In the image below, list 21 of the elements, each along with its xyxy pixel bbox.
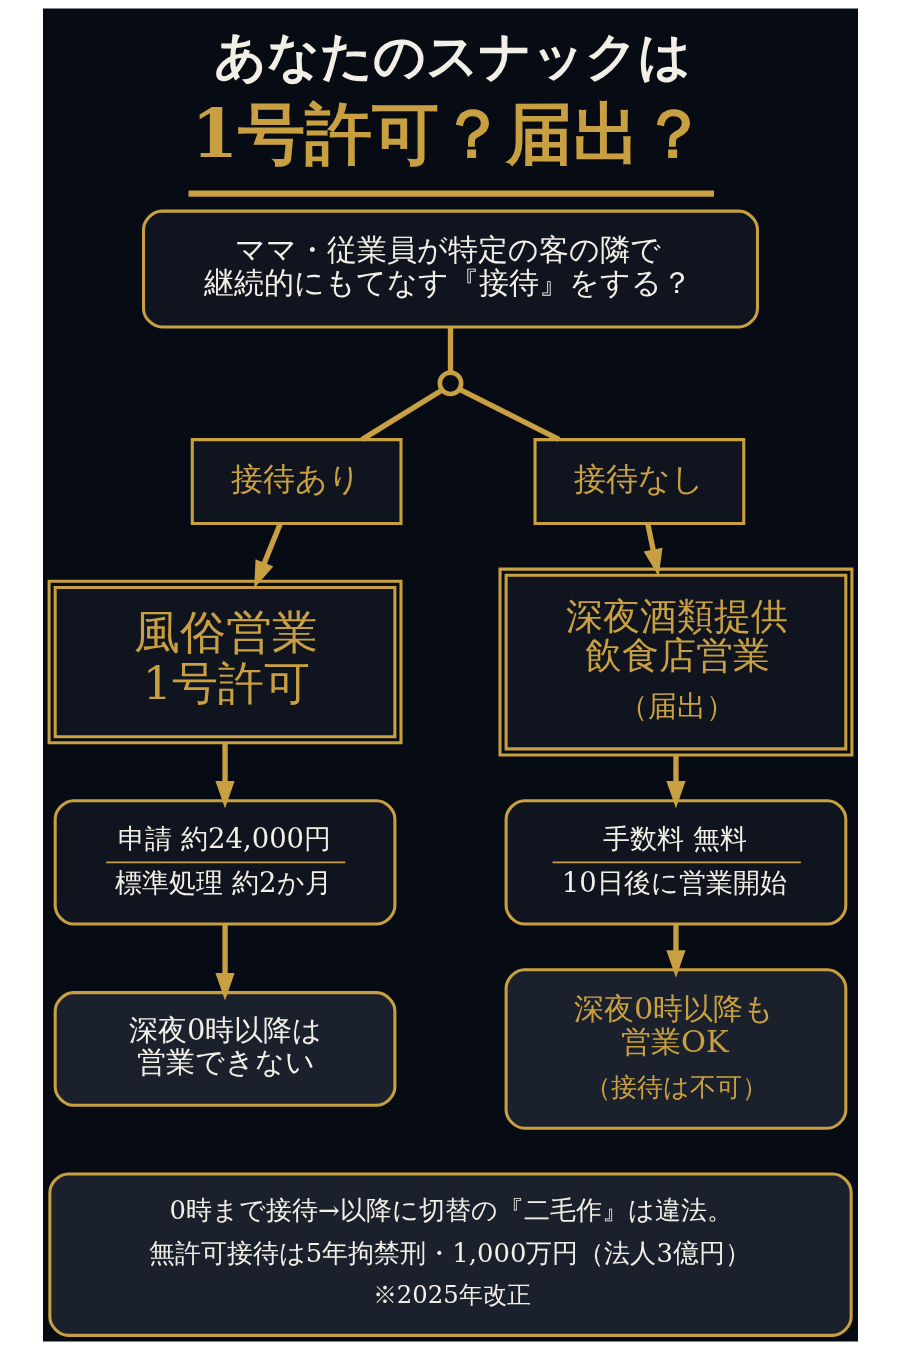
arrow — [665, 924, 686, 978]
connector — [457, 387, 560, 442]
node-box: 接待あり — [190, 438, 402, 525]
node-box: 申請 約24,000円 標準処理 約2か月 — [53, 799, 396, 926]
node-box: 深夜0時以降も営業OK （接待は不可） — [504, 968, 847, 1130]
diagram-title: あなたのスナックは1号許可？届出？ — [191, 24, 707, 174]
arrow — [253, 522, 283, 589]
node-box: 手数料 無料 10日後に営業開始 — [504, 799, 847, 926]
node-box: 風俗営業1号許可 — [47, 579, 402, 745]
connector — [447, 327, 453, 373]
node-box: 0時まで接待→以降に切替の『二毛作』は違法。 無許可接待は5年拘禁刑・1,000万円（法人3億円） ※2025年改正 — [47, 1172, 853, 1337]
node-box: ママ・従業員が特定の客の隣で継続的にもてなす『接待』をする？ — [141, 209, 759, 329]
connector — [360, 387, 443, 442]
arrow — [214, 924, 235, 1001]
arrow — [214, 743, 235, 809]
arrow — [665, 755, 686, 809]
node-circle — [437, 370, 463, 397]
node-box: 接待なし — [533, 438, 745, 525]
node-box: 深夜酒類提供飲食店営業 （届出） — [498, 567, 853, 757]
node-box: 深夜0時以降は営業できない — [53, 991, 396, 1107]
arrow — [643, 523, 663, 577]
